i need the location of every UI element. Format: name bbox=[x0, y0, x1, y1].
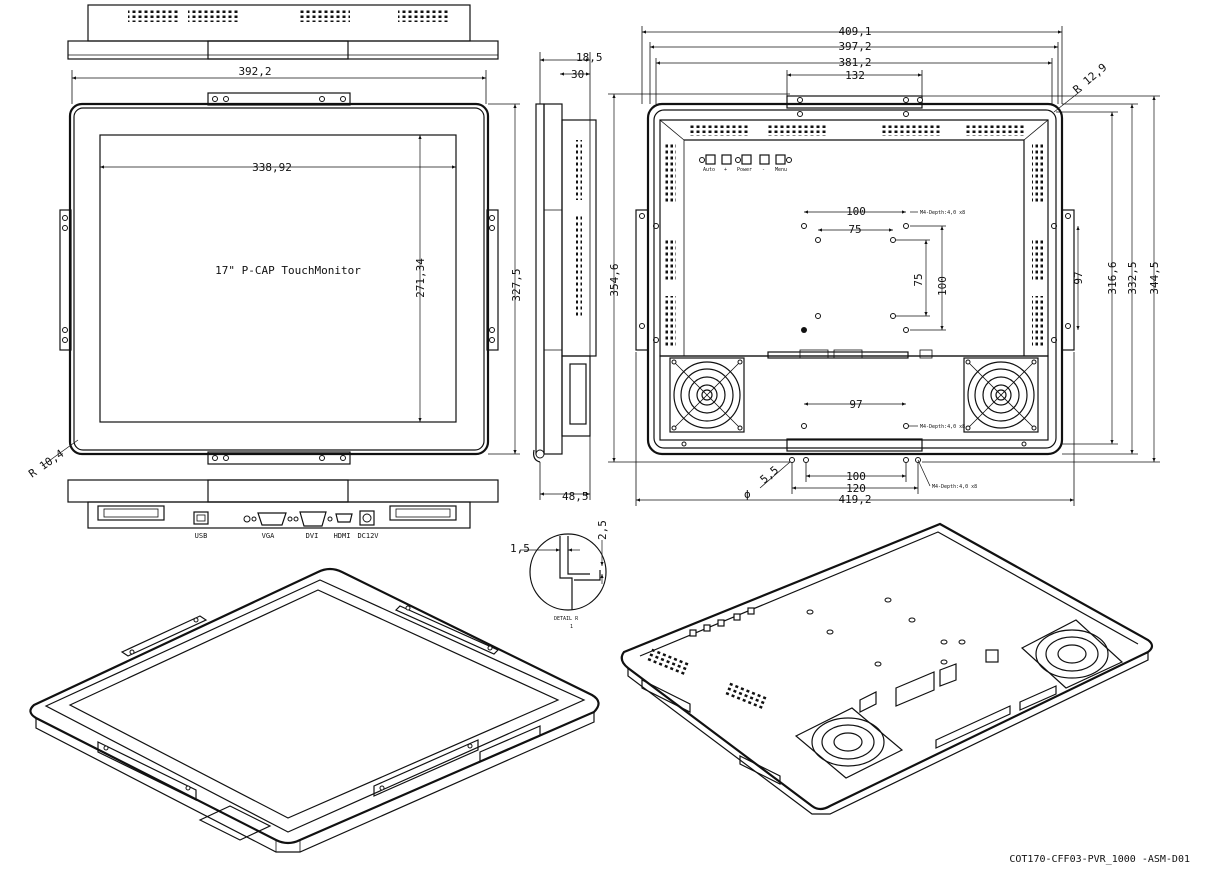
top-view bbox=[67, 4, 499, 60]
iso-rear-view bbox=[620, 522, 1154, 815]
label-dvi: DVI bbox=[306, 532, 319, 540]
note-m4-bottom: M4-Depth:4,0 x8 bbox=[932, 484, 977, 490]
label-dc12v: DC12V bbox=[357, 532, 379, 540]
iso-fan-1 bbox=[794, 707, 904, 779]
osd-minus-label: - bbox=[762, 167, 765, 173]
osd-buttons: Auto + Power - Menu bbox=[699, 154, 792, 173]
osd-plus-label: + bbox=[724, 167, 727, 173]
iso-fan-2 bbox=[1020, 619, 1124, 689]
detail-scale: 1 bbox=[570, 624, 573, 630]
dim-detail-1-5: 1,5 bbox=[510, 542, 530, 555]
detail-r: 1,5 2,5 DETAIL R 1 bbox=[510, 520, 609, 630]
dim-front-height: 327,5 bbox=[510, 268, 523, 301]
dim-front-radius: R 10,4 bbox=[26, 447, 66, 481]
dim-side-48-5: 48,5 bbox=[562, 490, 589, 503]
note-m4-top: M4-Depth:4,0 x8 bbox=[920, 210, 965, 216]
dim-vesa-75-v: 75 bbox=[912, 273, 925, 286]
osd-menu-label: Menu bbox=[775, 167, 787, 173]
dim-active-height: 271,34 bbox=[414, 258, 427, 298]
usb-port bbox=[193, 511, 209, 525]
hdmi-port bbox=[335, 513, 353, 523]
fan-left bbox=[669, 357, 745, 433]
dim-front-width: 392,2 bbox=[238, 65, 271, 78]
drawing-id: COT170-CFF03-PVR_1000 -ASM-D01 bbox=[1009, 854, 1190, 865]
osd-auto-label: Auto bbox=[703, 167, 715, 173]
dim-side-18-5: 18,5 bbox=[576, 51, 603, 64]
iso-front-view bbox=[29, 567, 600, 853]
dim-r-12-9: R 12,9 bbox=[1071, 61, 1110, 97]
front-view: 392,2 338,92 271,34 327,5 17" P-CAP Touc bbox=[26, 65, 523, 480]
label-usb: USB bbox=[195, 532, 208, 540]
dim-vesa-100-v: 100 bbox=[936, 276, 949, 296]
dim-phi: ϕ bbox=[744, 488, 751, 501]
rear-view: 409,1 397,2 381,2 132 R 12,9 bbox=[608, 25, 1161, 506]
dim-5-5: 5,5 bbox=[758, 464, 782, 487]
osd-power-label: Power bbox=[737, 167, 752, 173]
label-vga: VGA bbox=[262, 532, 275, 540]
dim-381-2: 381,2 bbox=[838, 56, 871, 69]
dim-409-1: 409,1 bbox=[838, 25, 871, 38]
dim-active-width: 338,92 bbox=[252, 161, 292, 174]
side-view: 18,5 30 48,5 bbox=[533, 51, 603, 503]
dim-120: 120 bbox=[846, 482, 866, 495]
dim-detail-2-5: 2,5 bbox=[596, 520, 609, 540]
label-hdmi: HDMI bbox=[334, 532, 351, 540]
product-label: 17" P-CAP TouchMonitor bbox=[215, 264, 361, 277]
dvi-port bbox=[299, 511, 327, 527]
note-m4-mid: M4-Depth:4,0 x8 bbox=[920, 424, 965, 430]
vga-port bbox=[257, 512, 287, 526]
dim-vesa-75-h: 75 bbox=[848, 223, 861, 236]
dim-344-5: 344,5 bbox=[1148, 261, 1161, 294]
dim-vesa-100-h: 100 bbox=[846, 205, 866, 218]
dim-316-6: 316,6 bbox=[1106, 261, 1119, 294]
fan-right bbox=[963, 357, 1039, 433]
dim-100-bottom: 100 bbox=[846, 470, 866, 483]
detail-label: DETAIL R bbox=[554, 616, 579, 622]
bottom-view: USB VGA DVI HDMI DC12V bbox=[67, 479, 499, 540]
dim-side-30: 30 bbox=[571, 68, 584, 81]
dim-419-2: 419,2 bbox=[838, 493, 871, 506]
dim-132: 132 bbox=[845, 69, 865, 82]
dim-397-2: 397,2 bbox=[838, 40, 871, 53]
dim-97-v: 97 bbox=[1072, 271, 1085, 284]
dim-332-5: 332,5 bbox=[1126, 261, 1139, 294]
dim-354-6: 354,6 bbox=[608, 263, 621, 296]
dim-97-h: 97 bbox=[849, 398, 862, 411]
